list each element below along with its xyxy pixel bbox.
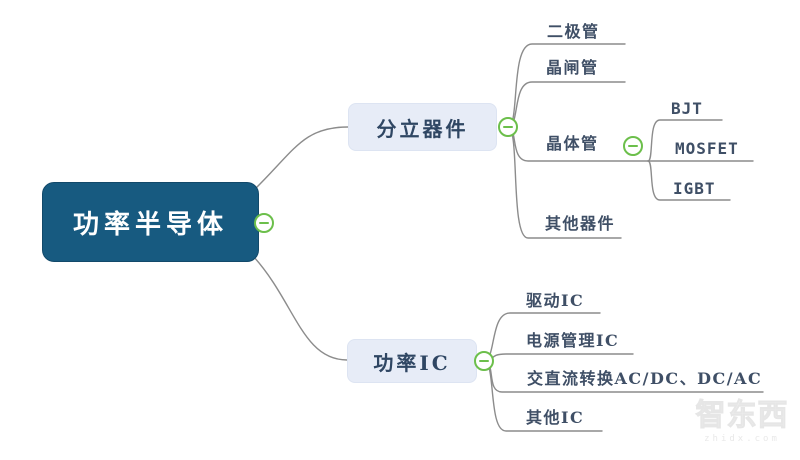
leaf-node-driver-ic[interactable]: 驱动IC [526,291,585,310]
edge-root-to-power-ic [252,255,348,361]
leaf-node-thyristor[interactable]: 晶闸管 [546,58,599,77]
edge-transistor-to-igbt [647,160,731,201]
edge-discrete-to-diode [507,43,626,128]
collapse-minus-icon-power-ic[interactable] [474,351,494,371]
edge-discrete-to-thyristor [507,81,626,128]
edge-power-ic-to-pmic [483,353,634,362]
watermark-site-text: zhidx.com [704,434,780,444]
watermark: 智东西 zhidx.com [690,398,794,444]
leaf-node-mosfet[interactable]: MOSFET [675,139,739,158]
branch-node-power-ic[interactable]: 功率IC [347,339,477,383]
leaf-node-bjt[interactable]: BJT [671,99,703,118]
leaf-node-other-devices[interactable]: 其他器件 [545,214,616,233]
leaf-node-power-management-ic[interactable]: 电源管理IC [526,331,620,350]
edge-root-to-discrete [252,126,349,192]
watermark-logo-text: 智东西 [695,398,789,433]
leaf-node-igbt[interactable]: IGBT [673,179,716,198]
collapse-minus-icon-transistor[interactable] [623,136,643,156]
leaf-node-diode[interactable]: 二极管 [547,22,600,41]
leaf-node-acdc-dcac-conversion[interactable]: 交直流转换AC/DC、DC/AC [527,369,763,388]
collapse-minus-icon-root[interactable] [254,213,274,233]
branch-node-discrete-devices[interactable]: 分立器件 [348,103,497,151]
collapse-minus-icon-discrete-devices[interactable] [498,117,518,137]
node-transistor[interactable]: 晶体管 [546,134,599,153]
root-node-power-semiconductor[interactable]: 功率半导体 [42,182,259,262]
leaf-node-other-ic[interactable]: 其他IC [526,408,585,427]
edge-transistor-to-bjt [647,119,723,162]
